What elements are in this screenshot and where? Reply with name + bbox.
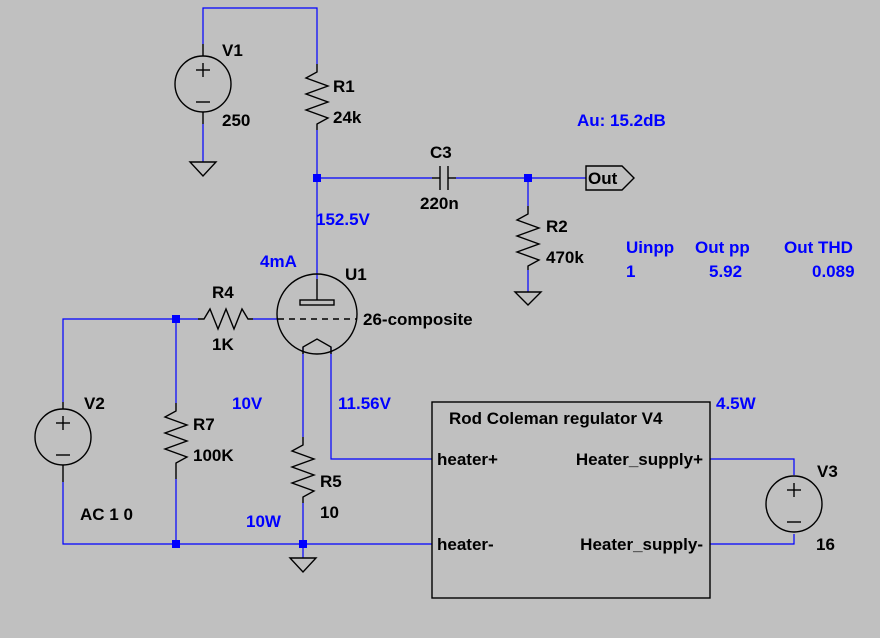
- r2-value: 470k: [546, 248, 584, 267]
- pin-heater-supply-plus: Heater_supply+: [576, 450, 703, 469]
- r4-resistor[interactable]: R4 1K: [198, 283, 253, 354]
- u1-triode-tube[interactable]: U1 26-composite: [276, 265, 473, 355]
- gain-annotation: Au: 15.2dB: [577, 111, 666, 130]
- measurement-table: Uinpp Out pp Out THD 1 5.92 0.089: [626, 238, 855, 281]
- v2-value: AC 1 0: [80, 505, 133, 524]
- value-uinpp: 1: [626, 262, 635, 281]
- v2-voltage-source[interactable]: V2 AC 1 0: [34, 394, 133, 524]
- regulator-power-annotation: 4.5W: [716, 394, 757, 413]
- grid-voltage-annotation: 10V: [232, 394, 263, 413]
- r7-ref: R7: [193, 415, 215, 434]
- u1-ref: U1: [345, 265, 367, 284]
- c3-ref: C3: [430, 143, 452, 162]
- v1-voltage-source[interactable]: V1 250: [174, 41, 250, 130]
- v1-value: 250: [222, 111, 250, 130]
- pin-heater-minus: heater-: [437, 535, 494, 554]
- c3-capacitor[interactable]: C3 220n: [420, 143, 459, 213]
- v3-voltage-source[interactable]: V3 16: [765, 462, 838, 554]
- value-out-thd: 0.089: [812, 262, 855, 281]
- junction-ground: [299, 540, 307, 548]
- header-out-thd: Out THD: [784, 238, 853, 257]
- out-label: Out: [588, 169, 618, 188]
- regulator-title: Rod Coleman regulator V4: [449, 409, 663, 428]
- v1-ref: V1: [222, 41, 243, 60]
- junction-plate: [313, 174, 321, 182]
- r2-ref: R2: [546, 217, 568, 236]
- wires: [62, 7, 795, 558]
- plate-current-annotation: 4mA: [260, 252, 297, 271]
- r1-ref: R1: [333, 77, 355, 96]
- r1-value: 24k: [333, 108, 362, 127]
- r4-value: 1K: [212, 335, 234, 354]
- rod-coleman-regulator[interactable]: Rod Coleman regulator V4 heater+ heater-…: [431, 401, 711, 599]
- v2-ref: V2: [84, 394, 105, 413]
- r5-power-annotation: 10W: [246, 512, 282, 531]
- pin-heater-plus: heater+: [437, 450, 498, 469]
- ground-symbol: [513, 291, 543, 306]
- r5-resistor[interactable]: R5 10: [289, 437, 342, 522]
- r5-value: 10: [320, 503, 339, 522]
- pin-heater-supply-minus: Heater_supply-: [580, 535, 703, 554]
- r7-value: 100K: [193, 446, 234, 465]
- r2-resistor[interactable]: R2 470k: [514, 206, 584, 270]
- r5-ref: R5: [320, 472, 342, 491]
- u1-value: 26-composite: [363, 310, 473, 329]
- junction-out: [524, 174, 532, 182]
- v3-ref: V3: [817, 462, 838, 481]
- r1-resistor[interactable]: R1 24k: [303, 64, 362, 130]
- junction-r7-ground: [172, 540, 180, 548]
- r4-ref: R4: [212, 283, 234, 302]
- heater-voltage-annotation: 11.56V: [338, 394, 392, 413]
- value-out-pp: 5.92: [709, 262, 742, 281]
- ground-symbol: [288, 557, 318, 574]
- ground-symbol: [188, 161, 218, 178]
- annotations: Au: 15.2dB 152.5V 4mA 10V 11.56V 4.5W 10…: [232, 111, 757, 531]
- junctions: [172, 174, 532, 548]
- plate-voltage-annotation: 152.5V: [316, 210, 371, 229]
- c3-value: 220n: [420, 194, 459, 213]
- v3-value: 16: [816, 535, 835, 554]
- out-net-label[interactable]: Out: [585, 165, 635, 191]
- header-uinpp: Uinpp: [626, 238, 674, 257]
- junction-input: [172, 315, 180, 323]
- header-out-pp: Out pp: [695, 238, 750, 257]
- r7-resistor[interactable]: R7 100K: [162, 403, 234, 479]
